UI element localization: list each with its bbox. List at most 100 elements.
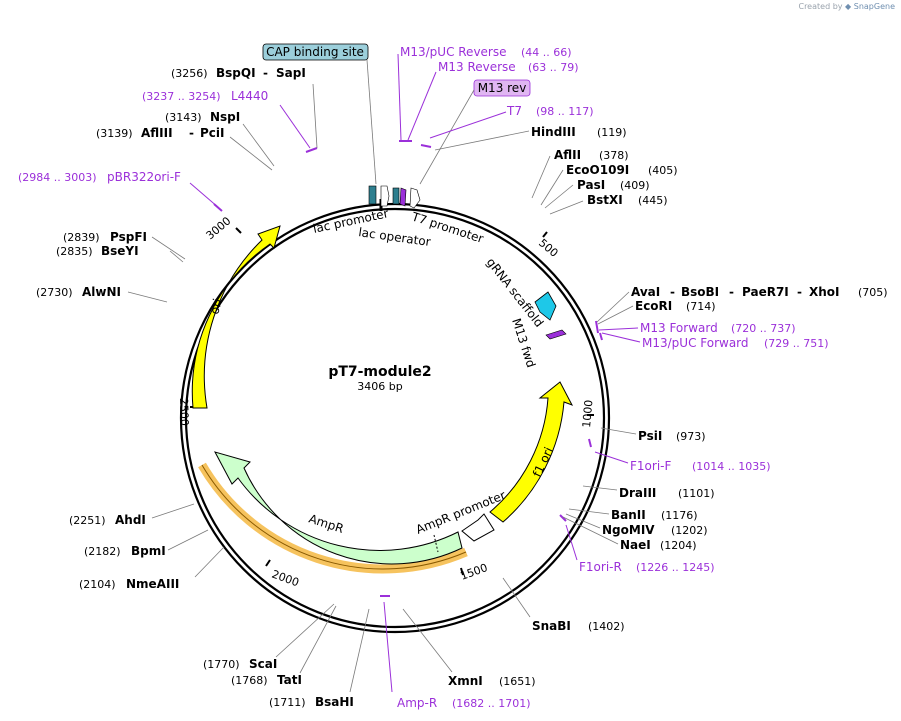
site-snabi: SnaBI (1402) xyxy=(502,577,625,633)
primer-m13-puc-reverse: M13/pUC Reverse (44 .. 66) xyxy=(397,45,572,142)
site-sep: - xyxy=(189,126,194,140)
m13-rev-label: M13 rev xyxy=(478,81,527,95)
primer-range: (98 .. 117) xyxy=(536,105,594,118)
tick-1500: 1500 xyxy=(459,561,490,583)
site-draiii: DraIII (1101) xyxy=(582,485,715,500)
ampr-feature: AmpR xyxy=(198,451,468,574)
site-pos: (3256) xyxy=(171,67,208,80)
site-name: AflII xyxy=(554,148,581,162)
primer-m13-reverse: M13 Reverse (63 .. 79) xyxy=(407,60,579,141)
site-hindiii: HindIII (119) xyxy=(434,125,627,151)
primer-name: T7 xyxy=(506,104,522,118)
site-extra: BsoBI xyxy=(681,285,719,299)
credit-prefix: Created by xyxy=(798,2,843,11)
m13-rev-box: M13 rev xyxy=(419,79,531,185)
site-afliii-pcii: (3139) AflIII - PciI xyxy=(96,126,273,171)
site-name: XmnI xyxy=(448,674,483,688)
site-pos: (2104) xyxy=(79,578,116,591)
primer-name: M13 Forward xyxy=(640,321,718,335)
site-name: PasI xyxy=(577,178,605,192)
site-name: NgoMIV xyxy=(602,523,655,537)
site-name: DraIII xyxy=(619,486,656,500)
site-name: NmeAIII xyxy=(126,577,179,591)
primer-f1ori-r: F1ori-R (1226 .. 1245) xyxy=(559,514,715,574)
site-avai-cluster: AvaI - BsoBI - PaeR7I - XhoI (705) xyxy=(596,285,888,323)
site-ecoo109i: EcoO109I (405) xyxy=(540,163,678,206)
site-name: AflIII xyxy=(141,126,173,140)
primer-m13-puc-forward: M13/pUC Forward (729 .. 751) xyxy=(599,332,829,350)
site-bsahi: (1711) BsaHI xyxy=(269,608,370,709)
site-sep: - xyxy=(797,285,802,299)
primer-range: (63 .. 79) xyxy=(528,61,579,74)
site-ecori: EcoRI (714) xyxy=(597,299,716,325)
site-xmni: XmnI (1651) xyxy=(402,608,536,688)
primer-range: (3237 .. 3254) xyxy=(142,90,221,103)
site-naei: NaeI (1204) xyxy=(562,516,697,552)
site-pspfi: (2839) PspFI xyxy=(63,230,186,260)
tick-2000: 2000 xyxy=(270,568,301,590)
site-extra: PciI xyxy=(200,126,225,140)
site-name: EcoO109I xyxy=(566,163,629,177)
lac-operator-label: lac operator xyxy=(358,225,432,249)
site-extra: SapI xyxy=(276,66,306,80)
primer-name: L4440 xyxy=(231,89,268,103)
site-sep: - xyxy=(670,285,675,299)
site-bstxi: BstXI (445) xyxy=(549,193,668,215)
site-pos: (445) xyxy=(638,194,668,207)
primer-range: (729 .. 751) xyxy=(764,337,829,350)
tick-2500: 2500 xyxy=(177,398,191,426)
primer-name: F1ori-R xyxy=(579,560,622,574)
site-name: AlwNI xyxy=(82,285,121,299)
plasmid-length: 3406 bp xyxy=(357,380,402,393)
primer-range: (1014 .. 1035) xyxy=(692,460,771,473)
site-pos: (1770) xyxy=(203,658,240,671)
primer-range: (720 .. 737) xyxy=(731,322,796,335)
site-name: HindIII xyxy=(531,125,576,139)
site-banii: BanII (1176) xyxy=(568,508,698,522)
site-psii: PsiI (973) xyxy=(600,427,706,443)
site-bspqi-sapi: (3256) BspQI - SapI xyxy=(171,66,318,149)
ampr-label: AmpR xyxy=(307,512,345,536)
primer-amp-r: Amp-R (1682 .. 1701) xyxy=(380,595,531,710)
site-ngomiv: NgoMIV (1202) xyxy=(565,513,708,537)
site-bpmi: (2182) BpmI xyxy=(84,529,209,558)
site-ahdi: (2251) AhdI xyxy=(69,503,195,527)
tick-500: 500 xyxy=(536,236,560,259)
site-pos: (409) xyxy=(620,179,650,192)
credit-brand: SnapGene xyxy=(853,2,895,11)
cap-binding-site-box: CAP binding site xyxy=(262,43,377,185)
site-tati: (1768) TatI xyxy=(231,605,337,687)
primer-t7: T7 (98 .. 117) xyxy=(420,104,594,148)
site-pos: (1101) xyxy=(678,487,715,500)
site-sep: - xyxy=(729,285,734,299)
site-pos: (2730) xyxy=(36,286,73,299)
site-name: BsaHI xyxy=(315,695,354,709)
primer-f1ori-f: F1ori-F (1014 .. 1035) xyxy=(588,438,771,473)
site-alwni: (2730) AlwNI xyxy=(36,285,168,303)
site-pos: (1711) xyxy=(269,696,306,709)
primer-l4440: (3237 .. 3254) L4440 xyxy=(142,89,318,153)
site-name: PsiI xyxy=(638,429,662,443)
site-aflii: AflII (378) xyxy=(531,148,629,199)
site-pos: (1768) xyxy=(231,674,268,687)
site-name: EcoRI xyxy=(635,299,672,313)
snapgene-logo-icon: ◆ xyxy=(845,2,852,11)
primer-range: (2984 .. 3003) xyxy=(18,171,97,184)
site-name: ScaI xyxy=(249,657,277,671)
site-nmeaiii: (2104) NmeAIII xyxy=(79,546,225,591)
primer-name: pBR322ori-F xyxy=(107,170,181,184)
tick-3000: 3000 xyxy=(204,214,234,242)
primer-m13-forward: M13 Forward (720 .. 737) xyxy=(595,320,796,335)
site-pos: (378) xyxy=(599,149,629,162)
site-nspi: (3143) NspI xyxy=(165,110,275,167)
site-pos: (119) xyxy=(597,126,627,139)
site-pos: (1202) xyxy=(671,524,708,537)
primer-range: (44 .. 66) xyxy=(521,46,572,59)
site-name: NaeI xyxy=(620,538,651,552)
site-name: AvaI xyxy=(631,285,660,299)
site-pasi: PasI (409) xyxy=(544,178,650,209)
primer-name: Amp-R xyxy=(397,696,437,710)
site-pos: (2251) xyxy=(69,514,106,527)
primer-range: (1682 .. 1701) xyxy=(452,697,531,710)
primer-pbr322ori-f: (2984 .. 3003) pBR322ori-F xyxy=(18,170,223,212)
